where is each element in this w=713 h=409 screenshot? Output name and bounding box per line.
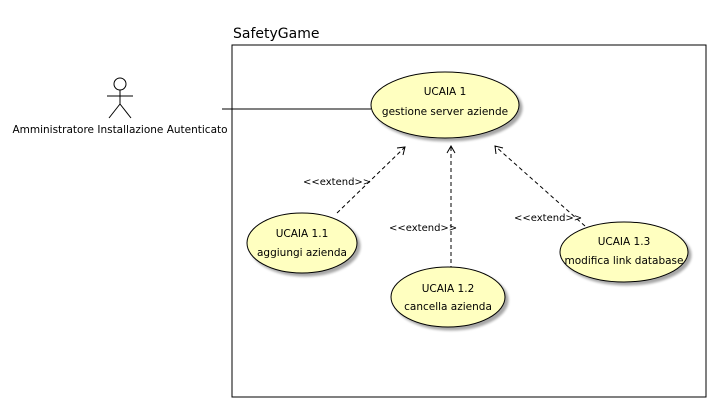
arrowhead-icon bbox=[494, 145, 504, 155]
use-case-ucaia-1-2[interactable]: UCAIA 1.2 cancella azienda bbox=[390, 266, 506, 328]
use-case-name: cancella azienda bbox=[404, 301, 492, 313]
use-case-ellipse bbox=[390, 266, 506, 328]
use-case-ellipse bbox=[246, 212, 358, 274]
extend-relation-1-3[interactable]: <<extend>> bbox=[494, 145, 586, 227]
use-case-id: UCAIA 1.3 bbox=[598, 236, 651, 248]
use-case-ucaia-1-3[interactable]: UCAIA 1.3 modifica link database bbox=[559, 221, 689, 283]
arrowhead-icon bbox=[396, 146, 406, 156]
extend-label: <<extend>> bbox=[303, 177, 371, 188]
actor-stick-figure-icon bbox=[107, 77, 133, 119]
use-case-id: UCAIA 1.2 bbox=[422, 283, 475, 295]
extend-label: <<extend>> bbox=[389, 223, 457, 234]
use-case-ellipse bbox=[370, 71, 520, 139]
use-case-ellipse bbox=[559, 221, 689, 283]
use-case-id: UCAIA 1 bbox=[424, 86, 467, 98]
extend-relation-1-2[interactable]: <<extend>> bbox=[389, 144, 457, 270]
use-case-ucaia-1-1[interactable]: UCAIA 1.1 aggiungi azienda bbox=[246, 212, 358, 274]
arrowhead-icon bbox=[446, 144, 456, 154]
actor[interactable]: Amministratore Installazione Autenticato bbox=[12, 77, 228, 136]
extend-relation-1-1[interactable]: <<extend>> bbox=[303, 146, 406, 214]
use-case-name: modifica link database bbox=[565, 255, 684, 267]
actor-name: Amministratore Installazione Autenticato bbox=[12, 124, 227, 136]
use-case-name: aggiungi azienda bbox=[257, 247, 347, 259]
use-case-ucaia-1[interactable]: UCAIA 1 gestione server aziende bbox=[370, 71, 520, 139]
use-case-id: UCAIA 1.1 bbox=[276, 228, 329, 240]
system-name: SafetyGame bbox=[233, 26, 319, 42]
extend-label: <<extend>> bbox=[514, 213, 582, 224]
use-case-name: gestione server aziende bbox=[382, 106, 508, 118]
